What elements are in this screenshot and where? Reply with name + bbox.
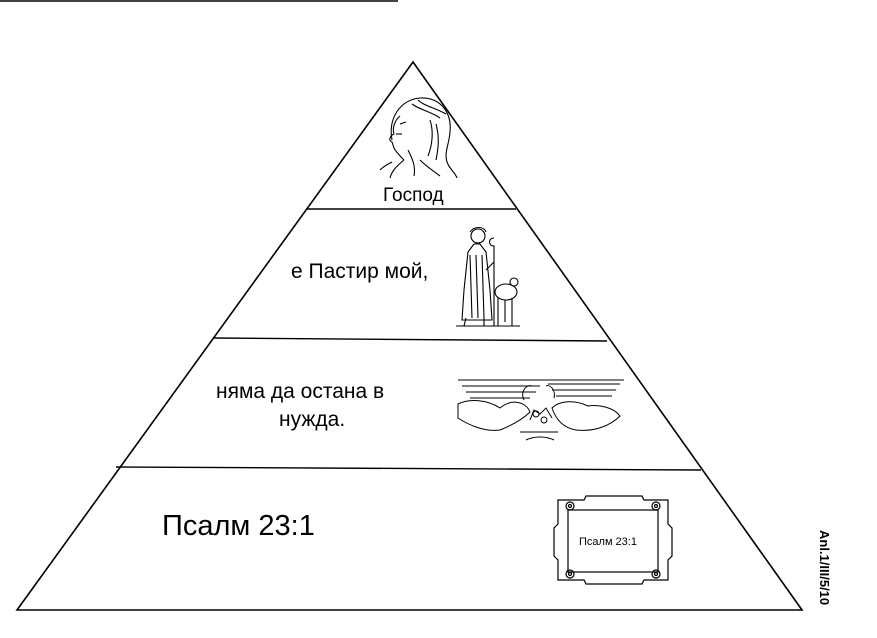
pyramid-outline [15,60,804,611]
jesus-portrait-icon [379,97,458,179]
side-code-label: Anl.1/III/5/10 [817,530,832,606]
tier-top-label: Господ [383,185,444,206]
tier-bottom-reference: Псалм 23:1 [162,510,315,542]
tier-divider-3 [115,466,702,471]
plaque-reference-text: Псалм 23:1 [579,536,637,548]
scripture-plaque-frame [553,495,673,585]
tier-second-label: е Пастир мой, [291,260,429,283]
tier-divider-2 [213,337,608,342]
tier-third-label-line2: нужда. [279,408,346,431]
shepherd-with-sheep-icon [456,226,520,327]
tier-third-label-line1: няма да остана в [216,380,385,403]
red-sea-crossing-icon [457,379,624,441]
